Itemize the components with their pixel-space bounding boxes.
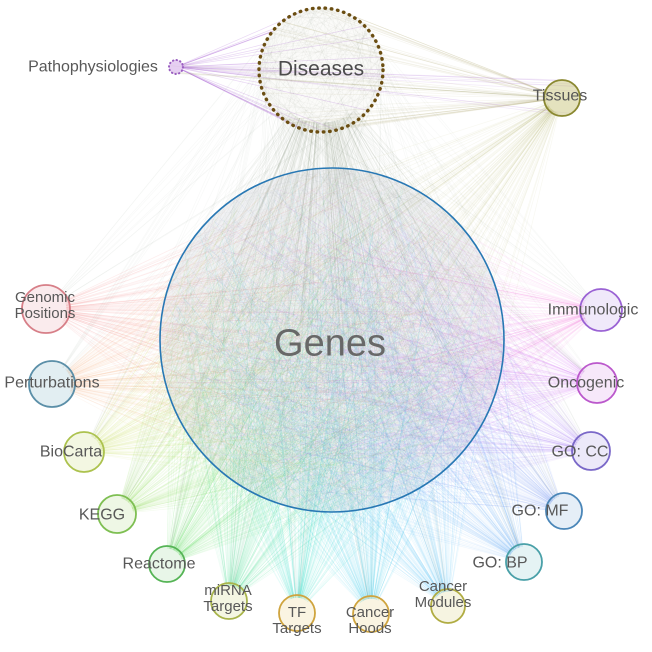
node-biocarta[interactable] [63, 431, 105, 473]
node-kegg[interactable] [97, 494, 137, 534]
edges-go-mf-to-genes [175, 187, 560, 511]
edges-mirna-targets-to-genes [165, 169, 495, 593]
node-diseases[interactable] [257, 6, 385, 134]
node-genes[interactable] [159, 167, 505, 513]
edges-diseases-to-genes [166, 109, 498, 509]
edges-go-cc-to-diseases [259, 7, 584, 440]
node-go-mf[interactable] [545, 492, 583, 530]
edges-perturbations-to-diseases [62, 7, 384, 372]
edges-oncogenic-to-genes [161, 180, 586, 507]
edges-genomic-positions-to-genes [61, 172, 491, 505]
edges-tf-targets-to-genes [172, 172, 483, 603]
node-immunologic[interactable] [579, 288, 623, 332]
edges-go-bp-to-genes [167, 174, 523, 559]
node-reactome[interactable] [148, 545, 186, 583]
edges-tissues-to-pathophysiologies [169, 64, 547, 98]
edges-oncogenic-to-diseases [258, 8, 588, 373]
node-tf-targets[interactable] [278, 594, 316, 632]
edges-biocarta-to-diseases [90, 7, 384, 439]
edges-go-mf-to-diseases [260, 7, 559, 499]
edges-perturbations-to-genes [65, 173, 501, 500]
node-pathophysiologies[interactable] [168, 59, 184, 75]
edges-kegg-to-genes [120, 174, 499, 513]
edges-pathophysiologies-to-tissues [181, 66, 579, 116]
node-cancer-hoods[interactable] [352, 595, 390, 633]
edges-cancer-modules-to-genes [168, 184, 500, 599]
edges-go-cc-to-genes [168, 183, 583, 503]
edges-genes-to-genes [159, 167, 505, 513]
node-mirna-targets[interactable] [210, 582, 248, 620]
edges-kegg-to-diseases [121, 8, 383, 501]
node-genomic-positions[interactable] [21, 284, 71, 334]
edges-tissues-to-diseases [259, 7, 548, 133]
edges-reactome-to-genes [166, 173, 501, 560]
edges-immunologic-to-genes [179, 177, 589, 506]
edges-biocarta-to-genes [91, 173, 498, 493]
node-perturbations[interactable] [28, 360, 76, 408]
edges-cancer-hoods-to-diseases [259, 7, 383, 600]
node-go-bp[interactable] [505, 543, 543, 581]
node-go-cc[interactable] [571, 431, 611, 471]
node-cancer-modules[interactable] [430, 588, 466, 624]
edge-bundles [58, 7, 590, 604]
edges-immunologic-to-diseases [259, 7, 590, 301]
edges-genomic-positions-to-diseases [58, 7, 373, 299]
edges-go-bp-to-diseases [272, 9, 521, 549]
edges-tf-targets-to-diseases [258, 14, 364, 598]
node-tissues[interactable] [543, 79, 581, 117]
node-oncogenic[interactable] [576, 362, 618, 404]
edges-tissues-to-genes [162, 102, 559, 498]
edges-cancer-modules-to-diseases [259, 11, 447, 593]
edges-diseases-to-diseases [258, 7, 384, 133]
edges-cancer-hoods-to-genes [167, 171, 501, 604]
